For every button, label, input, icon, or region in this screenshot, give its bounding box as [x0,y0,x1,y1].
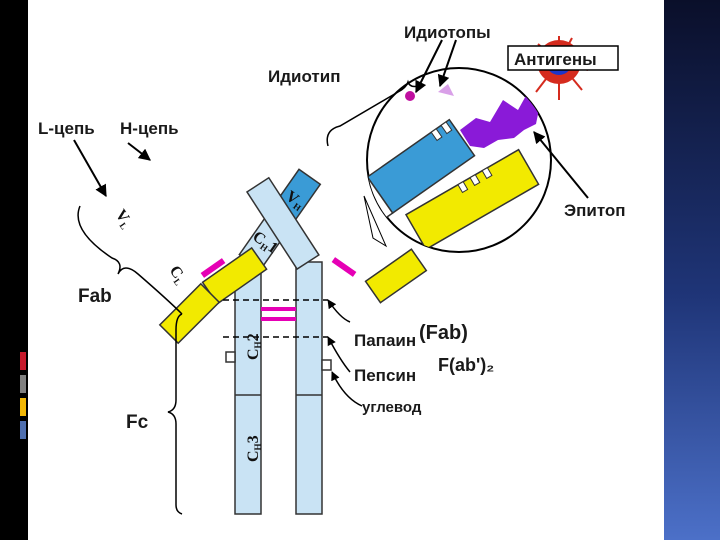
vl-domain-left [158,282,221,345]
ch3-label: CH3 [245,435,263,462]
disulfide-bridge-1 [261,307,296,311]
fc-label: Fc [126,412,149,433]
h-chain-label: H-цепь [120,119,179,138]
papain-label: Папаин [354,331,416,350]
antigens-label-box [507,45,619,71]
idiotopes-label: Идиотопы [404,23,491,42]
h-chain-arrow [127,142,151,161]
pepsin-label: Пепсин [354,366,416,385]
carbohydrate-left [225,351,236,363]
cl-label: CL [165,263,190,288]
ch2-label: CH2 [245,333,263,360]
vl-label: VL [111,207,136,232]
disulfide-light-heavy-right [331,257,357,277]
heavy-chain-stem-right [295,261,323,515]
accent-bar-blue [20,421,26,439]
antibody-diagram: CH1 VH CL VL [38,23,626,515]
epitope-arrow [533,131,589,199]
idiotope-triangle [438,84,454,96]
slide-accent-bars [20,352,28,444]
zoom-callout-wedge [363,195,388,248]
pepsin-arrow [327,336,351,373]
left-light-chain [158,246,268,345]
accent-bar-gray [20,375,26,393]
carbohydrate-right [321,359,332,371]
carbohydrate-arrow [331,371,363,407]
epitope-blob [460,92,540,148]
carbohydrate-label: углевод [362,399,422,416]
fab-brace [77,205,183,315]
accent-bar-yellow [20,398,26,416]
idiotype-brace [326,79,419,147]
slide-background-gradient [664,0,720,540]
antigens-label: Антигены [514,50,597,69]
disulfide-bridge-2 [261,317,296,321]
zoom-light-variable [404,148,540,251]
fab-label: Fab [78,286,112,307]
right-fab-heavy-arm [245,176,320,271]
papain-arrow [327,299,351,323]
idiotope-dot [405,91,415,101]
epitope-label: Эпитоп [564,201,626,220]
papain-product-label: (Fab) [419,322,468,344]
pepsin-product-label: F(ab')₂ [438,355,494,375]
l-chain-label: L-цепь [38,119,95,138]
idiotopes-arrow-2 [437,39,457,88]
idiotopes-arrow-1 [415,39,443,94]
ch1-domain-right [245,176,320,271]
slide-canvas: CH1 VH CL VL [28,0,664,540]
cl-domain-right [364,248,428,304]
heavy-chain-stem-left [234,261,262,515]
right-light-chain [364,248,428,304]
fc-brace [167,313,183,515]
l-chain-arrow [73,139,107,198]
disulfide-light-heavy-left [200,258,226,278]
accent-bar-red [20,352,26,370]
idiotype-label: Идиотип [268,67,340,86]
